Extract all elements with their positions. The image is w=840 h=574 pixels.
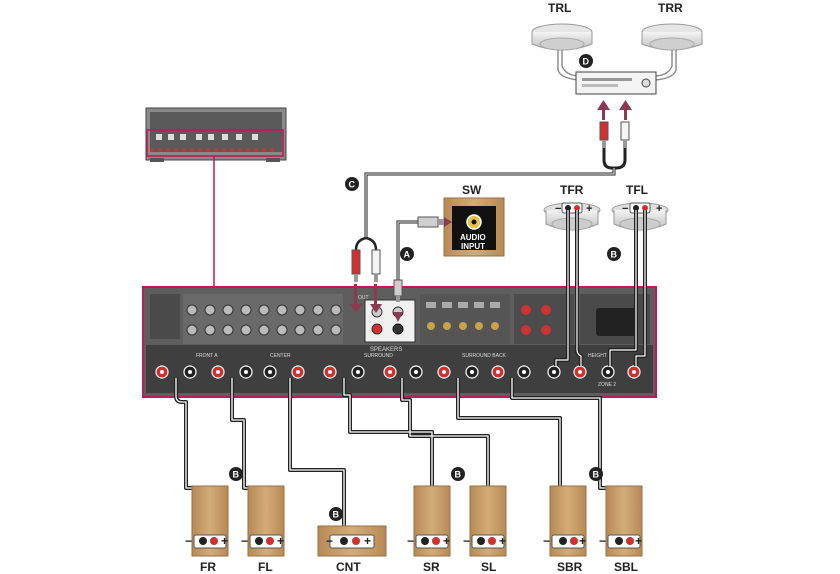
label-sbl: SBL (614, 560, 638, 574)
label-sl: SL (481, 560, 496, 574)
sub-plug-receiver (393, 279, 403, 302)
polarity-minus: − (241, 534, 248, 548)
rca-plugs-receiver (351, 249, 381, 282)
speaker-trr (641, 23, 703, 51)
speaker-sr: − + (407, 485, 451, 557)
speaker-sl: − + (463, 485, 507, 557)
polarity-minus: − (622, 203, 628, 215)
polarity-plus: + (656, 203, 662, 215)
polarity-minus: − (185, 534, 192, 548)
marker-b-5: B (607, 247, 621, 261)
receiver-rear-panel: SPEAKERS FRONT A CENTER SURROUND SURROUN… (142, 286, 657, 398)
label-tfr: TFR (560, 183, 584, 197)
polarity-minus: − (599, 534, 606, 548)
marker-b-2: B (329, 507, 343, 521)
polarity-plus: + (635, 534, 642, 548)
polarity-minus: − (543, 534, 550, 548)
label-sbr: SBR (557, 560, 583, 574)
label-sr: SR (423, 560, 440, 574)
speaker-sbl: − + (599, 485, 643, 557)
marker-b-1: B (229, 467, 243, 481)
rca-plugs-amp (599, 121, 630, 148)
speaker-trl (531, 23, 593, 51)
receiver-thumbnail (145, 107, 287, 162)
polarity-plus: + (364, 534, 371, 548)
sw-audio-label: AUDIO (460, 233, 486, 242)
polarity-plus: + (586, 203, 592, 215)
label-cnt: CNT (336, 560, 361, 574)
speaker-sbr: − + (543, 485, 587, 557)
svg-text:B: B (333, 510, 340, 520)
label-tfl: TFL (626, 183, 648, 197)
panel-front-a-label: FRONT A (196, 353, 218, 359)
subwoofer: AUDIO INPUT (443, 197, 505, 257)
speaker-terminals (155, 365, 641, 379)
panel-height-label: HEIGHT (588, 353, 607, 359)
polarity-minus: − (326, 534, 333, 548)
speaker-tfl: − + (611, 202, 669, 231)
power-amplifier (575, 71, 657, 95)
marker-b-3: B (451, 467, 465, 481)
marker-b-4: B (589, 467, 603, 481)
label-trr: TRR (658, 1, 683, 15)
marker-a: A (400, 247, 414, 261)
svg-text:A: A (404, 250, 411, 260)
label-fl: FL (258, 560, 273, 574)
signal-arrows-receiver (350, 284, 382, 313)
label-trl: TRL (548, 1, 571, 15)
signal-arrows-amp (597, 100, 632, 120)
speaker-cnt: − + (317, 525, 387, 557)
polarity-plus: + (443, 534, 450, 548)
panel-speakers-label: SPEAKERS (370, 347, 402, 353)
sw-input-label: INPUT (461, 242, 485, 251)
speaker-tfr: − + (543, 202, 601, 231)
speaker-fl: − + (241, 485, 285, 557)
label-fr: FR (200, 560, 216, 574)
panel-surround-back-label: SURROUND BACK (462, 353, 507, 359)
amp-cable-join (602, 148, 627, 170)
panel-center-label: CENTER (270, 353, 291, 359)
polarity-minus: − (407, 534, 414, 548)
polarity-plus: + (221, 534, 228, 548)
marker-c: C (345, 177, 359, 191)
panel-surround-label: SURROUND (364, 353, 393, 359)
svg-text:B: B (233, 470, 240, 480)
svg-text:C: C (349, 180, 356, 190)
polarity-plus: + (277, 534, 284, 548)
panel-zone2-label: ZONE 2 (598, 382, 616, 388)
marker-d: D (579, 54, 593, 68)
polarity-minus: − (555, 203, 561, 215)
polarity-minus: − (463, 534, 470, 548)
speaker-fr: − + (185, 485, 229, 557)
svg-text:D: D (583, 57, 590, 67)
panel-out-label: OUT (358, 295, 369, 301)
svg-text:B: B (593, 470, 600, 480)
polarity-plus: + (499, 534, 506, 548)
svg-text:B: B (455, 470, 462, 480)
label-sw: SW (462, 183, 482, 197)
svg-text:B: B (611, 250, 618, 260)
polarity-plus: + (579, 534, 586, 548)
